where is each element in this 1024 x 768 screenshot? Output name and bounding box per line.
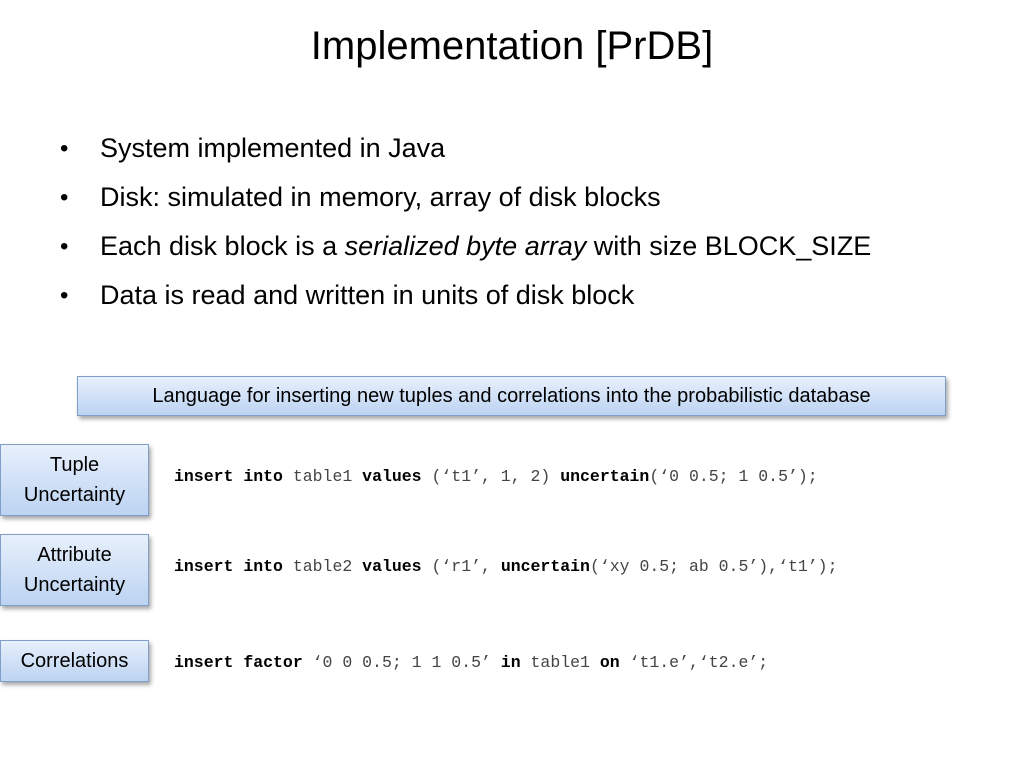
code-text: (‘xy 0.5; ab 0.5’),‘t1’); xyxy=(589,557,838,576)
bullet-list: • System implemented in Java • Disk: sim… xyxy=(60,124,871,320)
bullet-dot: • xyxy=(60,135,69,162)
code-keyword: into xyxy=(243,467,283,486)
bullet-text: System implemented in Java xyxy=(100,133,446,163)
code-space xyxy=(283,557,293,576)
code-keyword: into xyxy=(243,557,283,576)
bullet-text-emphasis: serialized byte array xyxy=(344,231,587,261)
code-space xyxy=(233,653,243,672)
bullet-item: • Each disk block is a serialized byte a… xyxy=(60,222,871,271)
language-caption-box: Language for inserting new tuples and co… xyxy=(77,376,946,416)
code-text: ‘t1.e’,‘t2.e’; xyxy=(619,653,769,672)
correlations-label: Correlations xyxy=(0,640,149,682)
label-line: Correlations xyxy=(20,650,129,672)
bullet-dot: • xyxy=(60,184,69,211)
bullet-dot: • xyxy=(60,282,69,309)
code-table-name: table2 xyxy=(292,557,353,576)
code-keyword: factor xyxy=(243,653,303,672)
code-space xyxy=(352,557,362,576)
code-text: ‘0 0 0.5; 1 1 0.5’ xyxy=(302,653,501,672)
code-keyword: uncertain xyxy=(560,467,650,486)
code-keyword: uncertain xyxy=(500,557,590,576)
code-space xyxy=(283,467,293,486)
bullet-dot: • xyxy=(60,233,69,260)
bullet-text: Data is read and written in units of dis… xyxy=(100,280,635,310)
code-space xyxy=(521,653,531,672)
slide-title: Implementation [PrDB] xyxy=(310,24,714,68)
label-line: Attribute xyxy=(37,544,112,566)
bullet-item: • System implemented in Java xyxy=(60,124,871,173)
code-space xyxy=(233,557,243,576)
label-line: Tuple xyxy=(49,454,100,476)
code-insert-attribute: insert into table2 values (‘r1’, uncerta… xyxy=(174,557,837,576)
code-keyword: in xyxy=(500,653,521,672)
code-keyword: insert xyxy=(174,653,234,672)
attribute-uncertainty-label: Attribute Uncertainty xyxy=(0,534,149,606)
code-keyword: values xyxy=(362,467,422,486)
code-table-name: table1 xyxy=(530,653,590,672)
code-keyword: on xyxy=(599,653,620,672)
bullet-text: Disk: simulated in memory, array of disk… xyxy=(100,182,661,212)
bullet-item: • Data is read and written in units of d… xyxy=(60,271,871,320)
tuple-uncertainty-label: Tuple Uncertainty xyxy=(0,444,149,516)
label-line: Uncertainty xyxy=(23,574,126,596)
bullet-text-pre: Each disk block is a xyxy=(100,231,345,261)
code-keyword: insert xyxy=(174,557,234,576)
code-table-name: table1 xyxy=(292,467,353,486)
bullet-text-post: with size BLOCK_SIZE xyxy=(586,231,872,261)
code-insert-factor: insert factor ‘0 0 0.5; 1 1 0.5’ in tabl… xyxy=(174,653,768,672)
code-keyword: insert xyxy=(174,467,234,486)
label-line: Uncertainty xyxy=(23,484,126,506)
code-text: (‘t1’, 1, 2) xyxy=(421,467,561,486)
code-insert-tuple: insert into table1 values (‘t1’, 1, 2) u… xyxy=(174,467,818,486)
code-space xyxy=(233,467,243,486)
code-text: (‘r1’, xyxy=(421,557,501,576)
code-text: (‘0 0.5; 1 0.5’); xyxy=(649,467,818,486)
code-keyword: values xyxy=(362,557,422,576)
code-space xyxy=(590,653,600,672)
bullet-item: • Disk: simulated in memory, array of di… xyxy=(60,173,871,222)
code-space xyxy=(352,467,362,486)
